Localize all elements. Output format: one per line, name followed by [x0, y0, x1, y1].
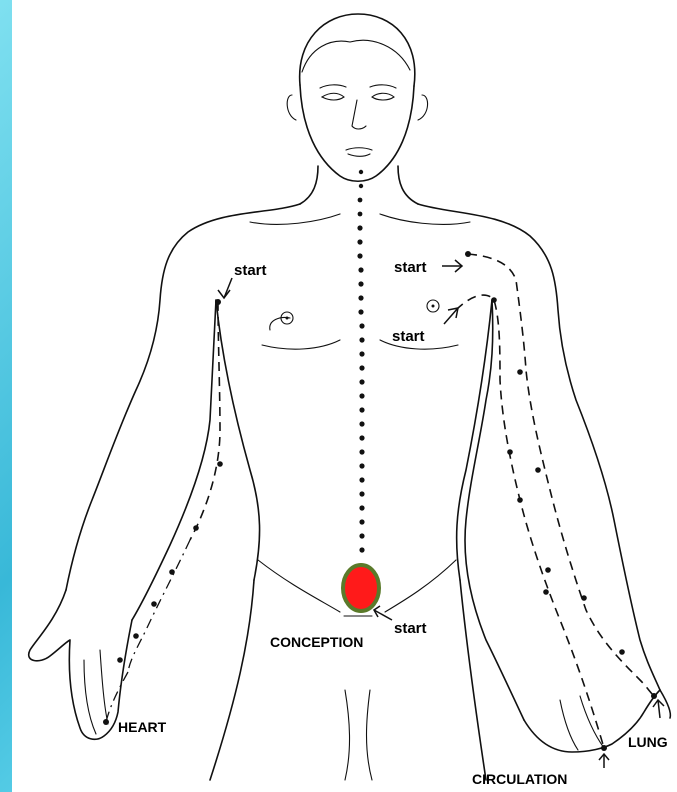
lung-label: LUNG: [628, 734, 668, 750]
start-arrow-conception: [374, 606, 392, 620]
start-label-circulation: start: [392, 328, 425, 345]
heart-label: HEART: [118, 719, 167, 735]
circulation-label: CIRCULATION: [472, 771, 567, 787]
torso-outline: [66, 166, 660, 780]
start-label-conception: start: [394, 620, 427, 637]
conception-start-highlight: [343, 565, 379, 611]
conception-meridian: [357, 170, 364, 553]
circulation-end-arrow: [599, 754, 609, 768]
right-hand-outline: [29, 590, 132, 739]
lung-end-arrow: [653, 700, 664, 718]
heart-meridian: [103, 299, 223, 725]
start-label-lung: start: [394, 259, 427, 276]
start-arrow-lung: [442, 260, 462, 272]
lung-meridian: [465, 251, 657, 699]
conception-label: CONCEPTION: [270, 634, 363, 650]
head-outline: [287, 14, 427, 181]
start-arrow-circulation: [444, 308, 458, 324]
start-arrow-heart: [218, 278, 232, 298]
circulation-meridian: [456, 295, 607, 751]
start-label-heart: start: [234, 262, 267, 279]
